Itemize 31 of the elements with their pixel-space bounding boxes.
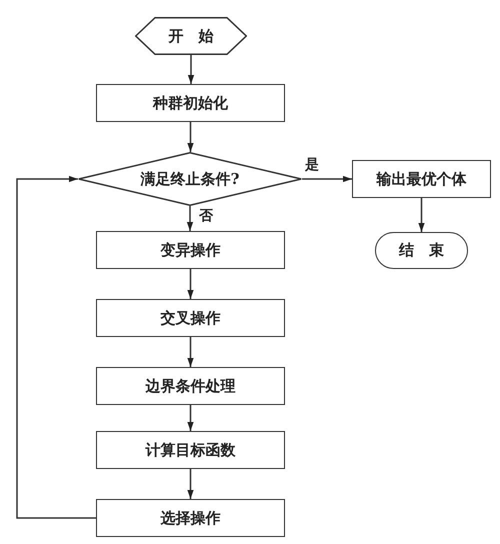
arrow — [187, 269, 194, 299]
process-box — [96, 84, 285, 122]
edge-label: 否 — [198, 208, 214, 224]
process-box — [352, 160, 491, 198]
node-text: 计算目标函数 — [146, 440, 236, 460]
process-box — [96, 231, 285, 269]
node-text: 边界条件处理 — [146, 376, 236, 396]
node-text: 交叉操作 — [160, 308, 220, 328]
node-text: 选择操作 — [160, 508, 220, 528]
start-hexagon — [135, 17, 247, 55]
process-box — [96, 367, 285, 405]
process-box — [96, 431, 285, 469]
arrow — [187, 405, 194, 431]
arrow — [186, 206, 194, 231]
arrow — [187, 469, 194, 499]
decision-diamond — [78, 152, 302, 206]
arrow — [188, 55, 194, 84]
process-box — [96, 499, 285, 537]
arrow — [302, 176, 352, 182]
arrow — [187, 337, 194, 367]
arrow — [187, 122, 194, 152]
node-text: 输出最优个体 — [376, 170, 466, 188]
arrow — [16, 176, 96, 519]
node-text: 结束 — [399, 241, 459, 260]
node-text: 满足终止条件? — [140, 170, 240, 188]
node-text: 种群初始化 — [153, 94, 228, 112]
process-box — [96, 299, 285, 337]
node-text: 变异操作 — [160, 240, 220, 260]
node-text: 开始 — [168, 26, 228, 46]
edge-label: 是 — [304, 157, 320, 173]
arrow — [418, 198, 425, 232]
